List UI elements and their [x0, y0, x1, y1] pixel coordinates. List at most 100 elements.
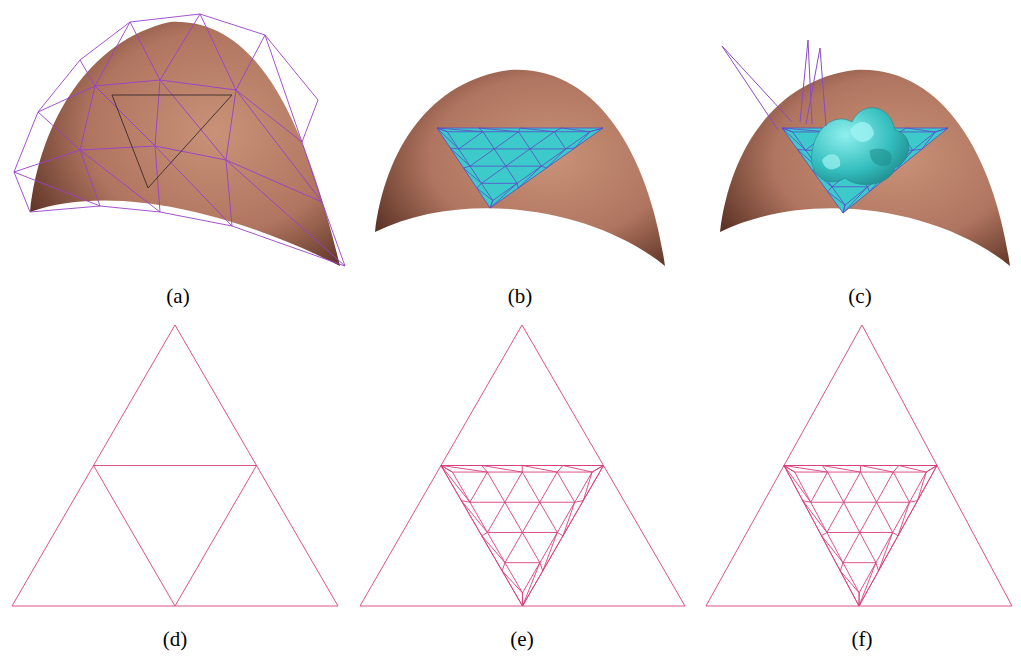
- domain-triangle: [12, 325, 338, 606]
- mesh-edge: [519, 128, 520, 132]
- net-edge: [155, 80, 160, 146]
- mesh-edge: [517, 183, 518, 188]
- mesh-edge: [518, 166, 541, 188]
- net-edge: [226, 160, 232, 226]
- panel-label: (d): [163, 628, 188, 651]
- net-edge: [232, 226, 345, 266]
- refined-patch: [437, 128, 603, 208]
- mesh-edge: [464, 166, 471, 168]
- domain-mesh-edge: [505, 562, 540, 563]
- surface-dome: [375, 70, 665, 266]
- mesh-edge: [828, 187, 832, 192]
- net-edge: [95, 80, 160, 86]
- net-edge: [160, 212, 232, 226]
- surface-c: [720, 40, 1010, 266]
- patch-outline: [112, 95, 232, 188]
- domain-mesh-edge: [859, 472, 926, 593]
- net-edge: [155, 146, 232, 226]
- net-edge: [38, 60, 80, 112]
- mesh-edge: [437, 128, 483, 132]
- net-edge: [265, 35, 318, 100]
- domain-mesh-edge: [502, 571, 522, 593]
- mesh-edge: [493, 132, 590, 201]
- domain-mesh-edge: [522, 593, 523, 606]
- mesh-edge: [868, 187, 870, 192]
- domain-mesh-edge: [811, 502, 910, 503]
- mesh-edge: [562, 128, 590, 132]
- mesh-edge: [554, 128, 561, 132]
- panel-label: (e): [510, 628, 533, 651]
- domain-mesh-edge: [523, 563, 540, 606]
- domain-mesh-edge: [840, 571, 859, 593]
- domain-mesh-edge: [557, 472, 575, 502]
- domain-mesh-edge: [482, 532, 488, 535]
- mesh-edge: [481, 132, 554, 184]
- net-edge: [14, 172, 100, 206]
- domain-mesh-edge: [441, 465, 604, 466]
- domain-triangle: [360, 325, 685, 606]
- mesh-edge: [547, 149, 566, 168]
- net-edge: [14, 150, 80, 172]
- domain-mesh-edge: [899, 466, 926, 473]
- domain-mesh-edge: [522, 466, 523, 473]
- domain-triangle: [706, 325, 1012, 606]
- net-edge: [160, 80, 226, 160]
- domain-mesh-edge: [482, 466, 523, 473]
- net-edge: [200, 14, 265, 35]
- mesh-edge: [470, 132, 519, 166]
- domain-mesh-edge: [540, 563, 543, 571]
- mesh-edge: [459, 148, 566, 149]
- net-edge: [38, 112, 80, 150]
- net-edge: [236, 90, 322, 202]
- domain-mesh-edge: [827, 472, 861, 532]
- net-edge: [226, 160, 345, 266]
- domain-mesh-edge: [557, 532, 563, 535]
- mesh-edge: [437, 128, 490, 208]
- domain-mesh-edge: [487, 472, 540, 563]
- surface-dome: [720, 70, 1010, 266]
- displacement-bumps: [811, 108, 908, 185]
- domain-split: [441, 466, 604, 607]
- domain-mesh-edge: [784, 465, 937, 466]
- domain-mesh-edge: [441, 466, 470, 503]
- net-edge: [80, 60, 95, 86]
- domain-mesh-edge: [876, 563, 879, 571]
- mesh-edge: [437, 128, 459, 149]
- domain-mesh-edge: [470, 502, 575, 503]
- mesh-edge: [843, 187, 868, 213]
- domain-mesh-edge: [893, 472, 909, 502]
- domain-mesh-edge: [543, 532, 558, 570]
- domain-mesh-edge: [563, 466, 592, 473]
- net-edge: [200, 14, 236, 90]
- mesh-edge: [782, 128, 806, 150]
- domain-mesh-edge: [441, 466, 523, 607]
- net-edge: [160, 14, 200, 80]
- domain-mesh-edge: [522, 593, 523, 606]
- net-edge: [226, 160, 322, 202]
- domain-mesh-edge: [918, 472, 927, 501]
- domain-mesh-edge: [523, 466, 604, 607]
- domain-mesh-edge: [822, 466, 860, 473]
- mesh-edge: [477, 183, 482, 188]
- domain-mesh-edge: [893, 532, 898, 535]
- surface-a: [14, 14, 345, 266]
- net-edge: [160, 80, 236, 90]
- domain-mesh-edge: [522, 466, 557, 473]
- domain-mesh-edge: [522, 472, 592, 593]
- panel-label: (b): [508, 285, 533, 308]
- net-edge: [30, 206, 100, 212]
- mesh-edge: [520, 128, 554, 132]
- mesh-edge: [437, 128, 603, 129]
- domain-mesh-edge: [859, 563, 876, 606]
- mesh-edge: [481, 183, 517, 184]
- domain-mesh-edge: [482, 536, 505, 563]
- net-edge: [302, 100, 318, 142]
- mesh-edge: [922, 132, 936, 149]
- domain-mesh-edge: [861, 466, 894, 473]
- domain-split: [784, 466, 937, 607]
- mesh-edge: [575, 132, 590, 148]
- domain-mesh-edge: [470, 472, 487, 502]
- domain-mesh-edge: [811, 472, 828, 502]
- panel-label: (c): [848, 285, 871, 308]
